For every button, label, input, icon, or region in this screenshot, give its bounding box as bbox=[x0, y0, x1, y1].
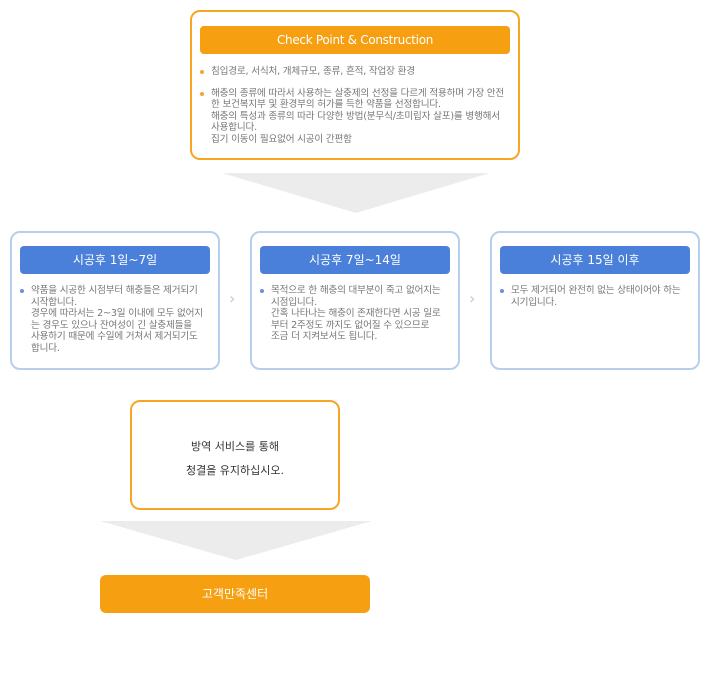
checkpoint-item: 침입경로, 서식처, 개체규모, 종류, 흔적, 작업장 환경 bbox=[200, 66, 518, 78]
service-message-line2: 청결을 유지하십시오. bbox=[185, 464, 285, 477]
bullet-icon bbox=[20, 289, 24, 293]
stage-list-1: 약품을 시공한 시점부터 해충들은 제거되기 시작합니다. 경우에 따라서는 2… bbox=[20, 285, 216, 365]
checkpoint-item-text: 해충의 종류에 따라서 사용하는 살충제의 선정을 다르게 적용하며 가장 안전… bbox=[211, 87, 505, 145]
stage-text-3: 모두 제거되어 완전히 없는 상태이어야 하는 시기입니다. bbox=[511, 285, 681, 308]
bullet-icon bbox=[260, 289, 264, 293]
bullet-icon bbox=[200, 70, 204, 74]
customer-center-button[interactable]: 고객만족센터 bbox=[100, 575, 370, 613]
stage-text-1: 약품을 시공한 시점부터 해충들은 제거되기 시작합니다. 경우에 따라서는 2… bbox=[31, 285, 203, 354]
checkpoint-list: 침입경로, 서식처, 개체규모, 종류, 흔적, 작업장 환경 해충의 종류에 … bbox=[200, 66, 518, 156]
stage-item: 모두 제거되어 완전히 없는 상태이어야 하는 시기입니다. bbox=[500, 285, 696, 308]
bullet-icon bbox=[200, 91, 204, 96]
stage-title-3: 시공후 15일 이후 bbox=[500, 246, 690, 274]
checkpoint-item: 해충의 종류에 따라서 사용하는 살충제의 선정을 다르게 적용하며 가장 안전… bbox=[200, 88, 518, 146]
stage-title-1: 시공후 1일~7일 bbox=[20, 246, 210, 274]
checkpoint-title: Check Point & Construction bbox=[200, 26, 510, 54]
service-message-box bbox=[130, 400, 340, 510]
bullet-icon bbox=[500, 289, 504, 293]
stage-item: 약품을 시공한 시점부터 해충들은 제거되기 시작합니다. 경우에 따라서는 2… bbox=[20, 285, 216, 355]
stage-title-2: 시공후 7일~14일 bbox=[260, 246, 450, 274]
stage-text-2: 목적으로 한 해충의 대부분이 죽고 없어지는 시점입니다. 간혹 나타나는 해… bbox=[271, 285, 441, 343]
stage-list-2: 목적으로 한 해충의 대부분이 죽고 없어지는 시점입니다. 간혹 나타나는 해… bbox=[260, 285, 456, 353]
down-arrow-top bbox=[222, 173, 490, 213]
stage-list-3: 모두 제거되어 완전히 없는 상태이어야 하는 시기입니다. bbox=[500, 285, 696, 318]
stage-item: 목적으로 한 해충의 대부분이 죽고 없어지는 시점입니다. 간혹 나타나는 해… bbox=[260, 285, 456, 343]
checkpoint-item-text: 침입경로, 서식처, 개체규모, 종류, 흔적, 작업장 환경 bbox=[211, 66, 415, 77]
down-arrow-bottom bbox=[100, 521, 372, 560]
chevron-right-icon: › bbox=[469, 289, 476, 308]
service-message-line1: 방역 서비스를 통해 bbox=[191, 440, 279, 453]
chevron-right-icon: › bbox=[229, 289, 236, 308]
